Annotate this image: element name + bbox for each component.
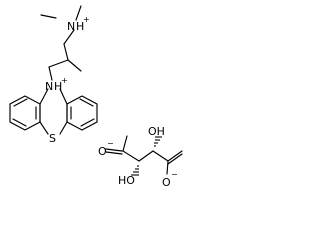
ring-n-right-bond	[59, 88, 68, 105]
ring-nitrogen-label: N	[45, 80, 53, 93]
methyl-bond-left	[40, 14, 57, 19]
right-ring-double-bond-1	[79, 98, 94, 107]
ring-s-right-bond	[59, 121, 68, 135]
tartrate-anion	[105, 135, 183, 176]
ring-hydrogen-label: H	[54, 80, 62, 93]
ch2-to-ch-bond	[63, 43, 69, 61]
atom-labels: N H + N H + S O − OH HO O −	[45, 15, 178, 189]
right-hydroxyl-label: OH	[148, 125, 165, 138]
ring-s-left-bond	[39, 121, 49, 135]
right-benzene-ring	[66, 95, 98, 131]
top-carboxylate-double-bond-b	[105, 151, 123, 155]
side-chain	[40, 5, 82, 81]
bottom-carboxylate-single-bond	[166, 160, 169, 175]
ring-charge-label: +	[61, 76, 68, 85]
carbon-carbon-bond-3	[152, 150, 169, 162]
amine-charge-label: +	[83, 15, 90, 24]
left-ring-double-bond-2	[12, 118, 27, 127]
bottom-carboxylate-charge-label: −	[171, 170, 178, 179]
methyl-bond-top	[75, 5, 82, 21]
bottom-carboxylate-double-bond-a	[167, 150, 183, 162]
left-hydroxyl-label: HO	[118, 174, 135, 187]
top-carboxylate-oxygen-label: O	[98, 145, 107, 158]
right-ring-double-bond-2	[80, 118, 95, 127]
sulfur-label: S	[49, 132, 56, 145]
upper-stereo-hash-bond	[154, 136, 162, 147]
left-ring-double-bond-1	[13, 98, 28, 107]
branch-methyl-bond	[67, 59, 82, 72]
bottom-carboxylate-oxygen-label: O	[162, 176, 171, 189]
ch2-to-ring-nitrogen-bond	[48, 66, 53, 81]
top-carboxylate-double-bond-a	[105, 148, 123, 152]
structure-svg: N H + N H + S O − OH HO O −	[9, 5, 183, 189]
left-benzene-ring	[9, 95, 41, 131]
bottom-carboxylate-double-bond-b	[167, 153, 183, 165]
amine-nitrogen-label: N	[67, 20, 75, 33]
ch-to-ch2-bond	[48, 59, 69, 68]
ring-n-left-bond	[39, 88, 49, 105]
lower-stereo-hash-bond	[131, 165, 139, 176]
amine-hydrogen-label: H	[76, 20, 84, 33]
top-carboxylate-single-bond	[122, 135, 128, 152]
chemical-structure: N H + N H + S O − OH HO O −	[0, 0, 187, 198]
amine-to-ch2-bond	[63, 29, 75, 45]
carbon-carbon-bond-2	[138, 150, 154, 162]
carbon-carbon-bond-1	[122, 150, 140, 162]
top-carboxylate-charge-label: −	[107, 139, 114, 148]
phenothiazine-core	[9, 88, 98, 135]
